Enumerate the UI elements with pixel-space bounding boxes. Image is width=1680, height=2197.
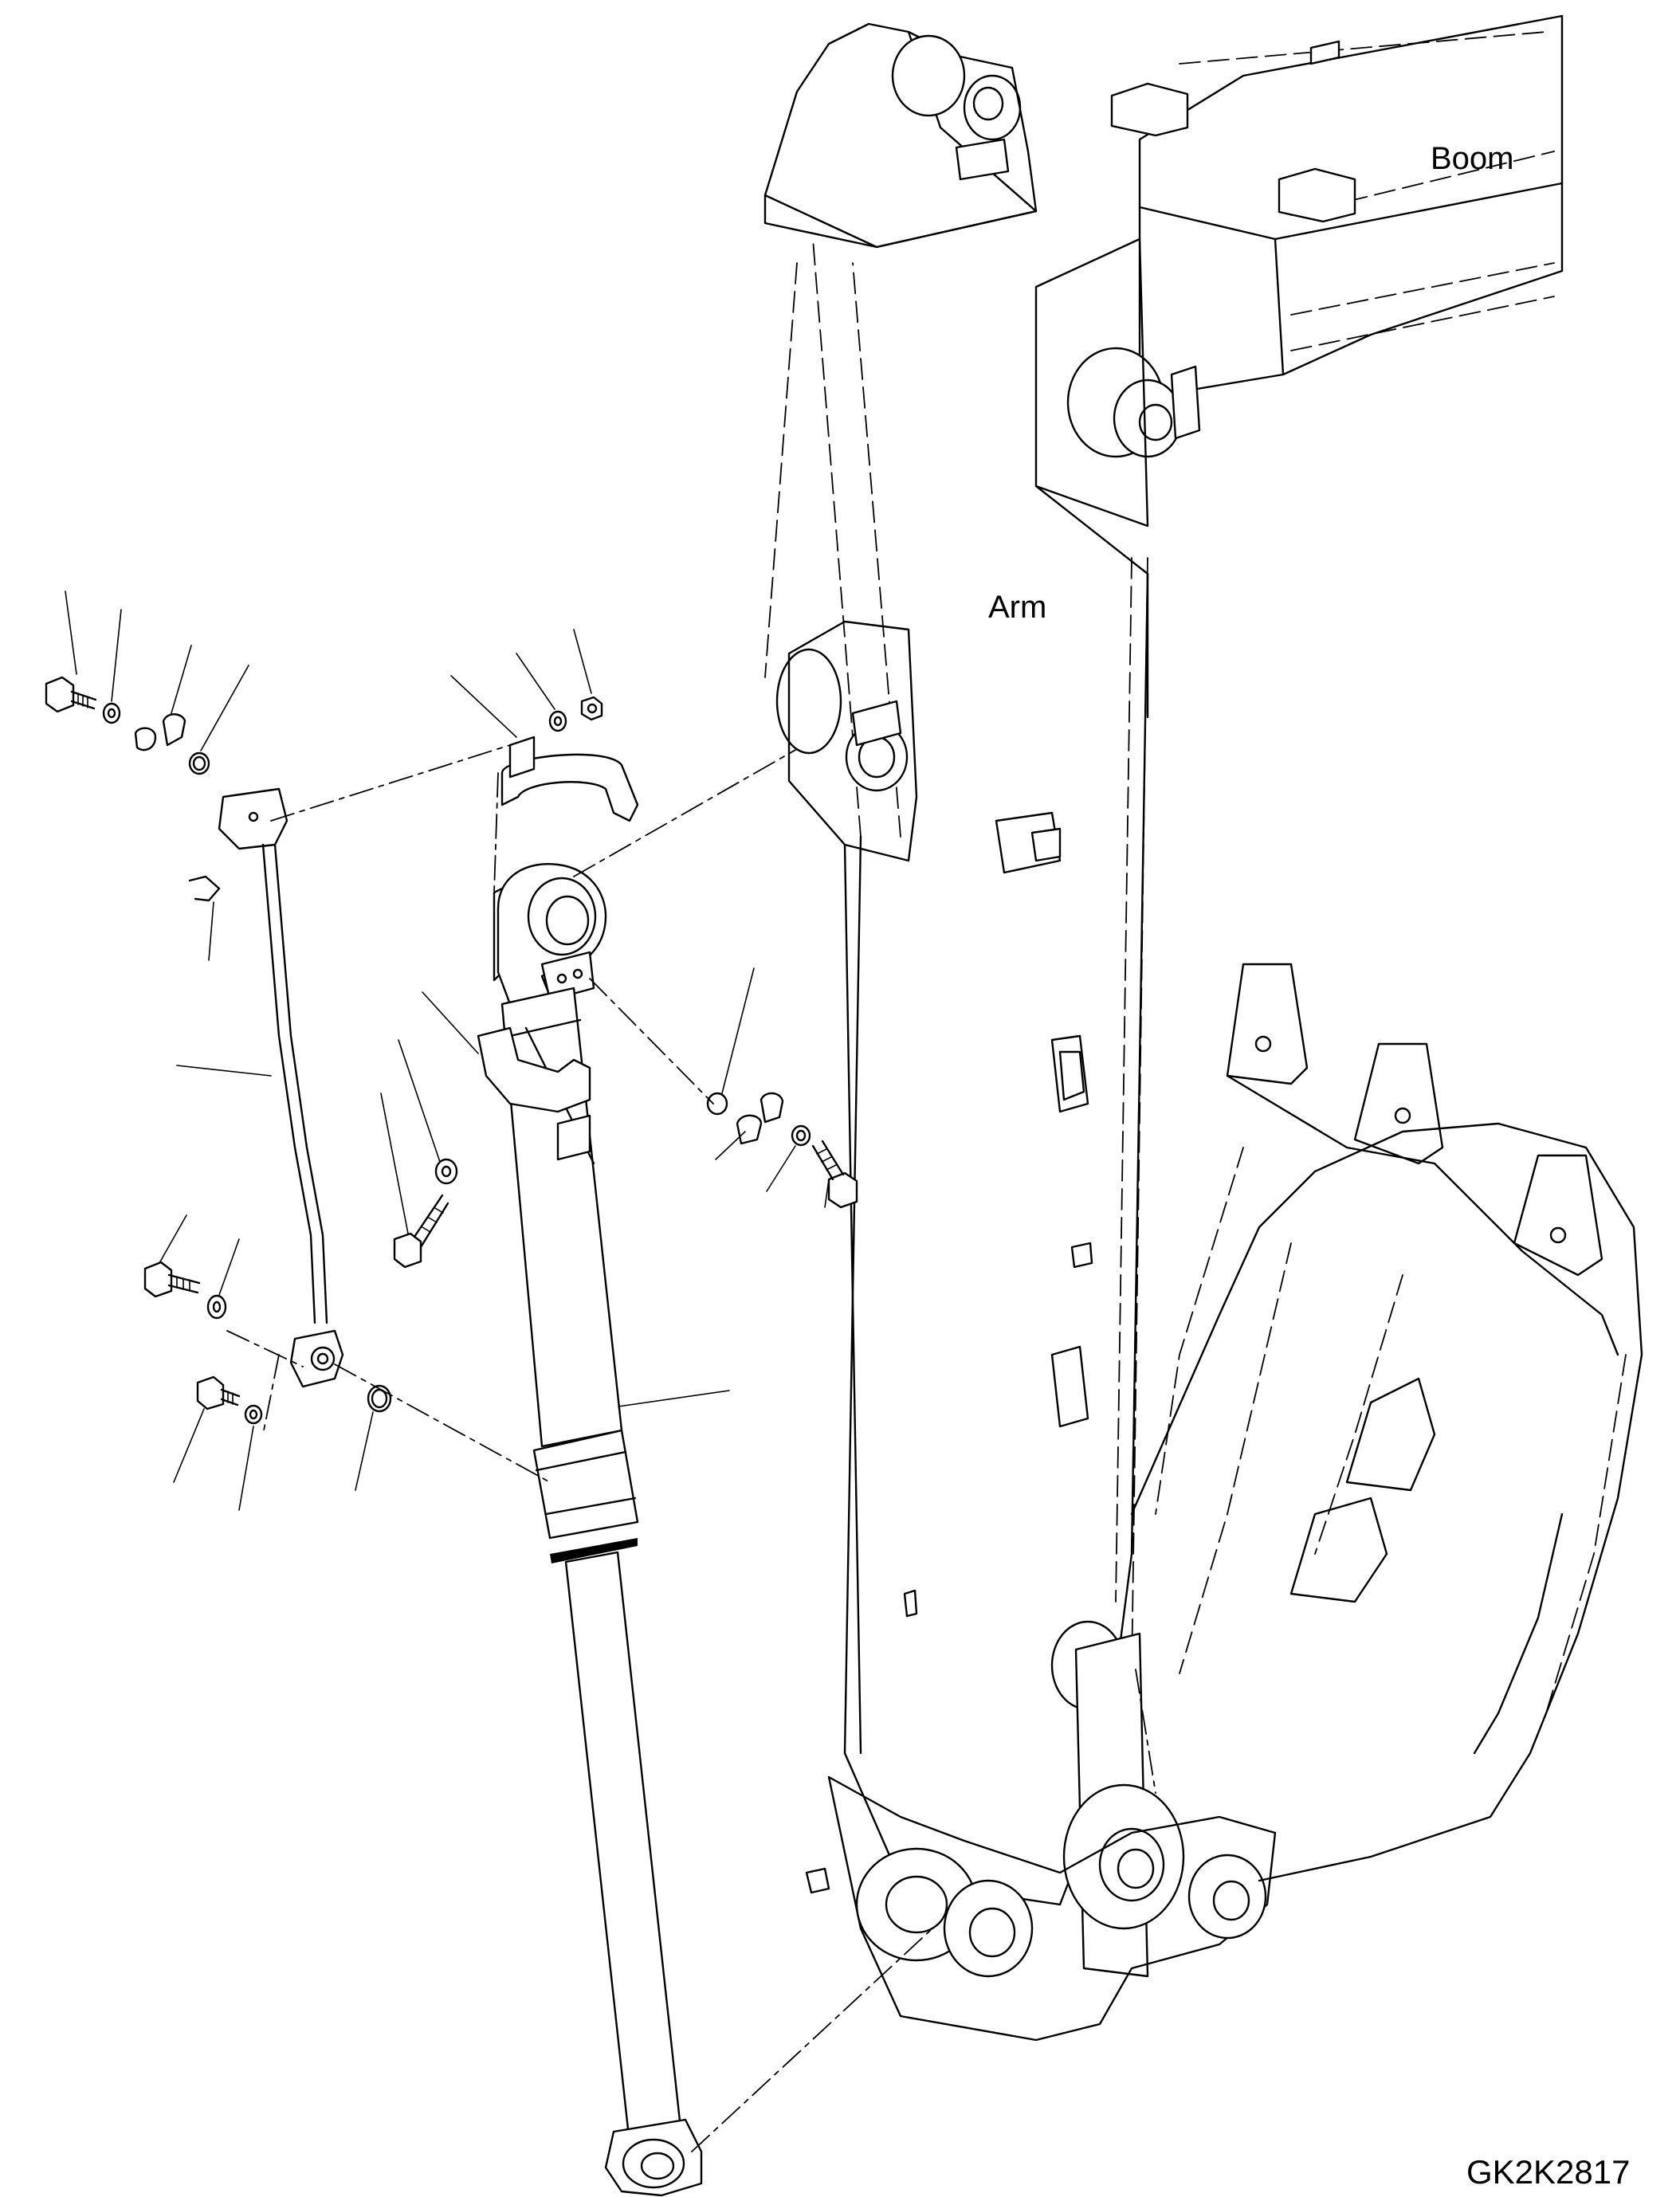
plug-1 (706, 1092, 728, 1116)
bucket-tooth-2 (1353, 1042, 1444, 1165)
boom-bracket-upper (1110, 82, 1189, 137)
bolt-3 (827, 1171, 858, 1209)
half-clamp-3 (736, 1114, 763, 1145)
hairpin-clip (188, 875, 221, 902)
boom (1110, 14, 1564, 400)
middle-fasteners (393, 1092, 858, 1269)
grease-tube-assembly (188, 787, 344, 1388)
arm-cylinder-pin-boss (775, 648, 842, 755)
washer-4 (206, 1294, 227, 1320)
lower-left-fasteners (143, 1261, 392, 1425)
half-clamp-1 (134, 727, 157, 751)
arm-cylinder (477, 736, 703, 2197)
assembly-lines (226, 744, 1156, 2152)
washer-5 (244, 1404, 263, 1425)
o-ring-2 (791, 1124, 811, 1147)
arm-label: Arm (988, 590, 1046, 625)
bolt-5 (196, 1375, 225, 1410)
upper-left-fasteners (45, 676, 603, 775)
washer-1 (102, 702, 121, 724)
drawing-code: GK2K2817 (1466, 2153, 1631, 2191)
grease-tube (273, 843, 328, 1324)
cylinder-rod (564, 1551, 683, 2145)
cylinder-gland (532, 1429, 639, 1540)
arm-small-pad (1070, 1242, 1093, 1269)
boom-label: Boom (1431, 141, 1514, 176)
bolt-2 (393, 1232, 422, 1269)
half-clamp-4 (760, 1092, 784, 1124)
cylinder-barrel (500, 987, 623, 1448)
nut-1 (580, 696, 603, 721)
bucket-tooth-3 (1513, 1154, 1603, 1277)
boom-pad (1309, 40, 1340, 65)
bolt-4 (143, 1261, 173, 1298)
o-ring-1 (188, 751, 210, 775)
bucket-tooth-1 (1226, 963, 1309, 1085)
bolt-1 (45, 676, 75, 713)
half-clamp-2 (162, 713, 186, 747)
cylinder-port-block (540, 951, 595, 1002)
washer-3 (434, 1158, 458, 1185)
leader-lines (65, 590, 830, 1511)
arm-top-pin (891, 34, 966, 117)
bucket (1130, 963, 1643, 1882)
lower-clamp (477, 1026, 591, 1113)
washer-2 (548, 710, 567, 732)
arm (763, 22, 1277, 2042)
boom-bracket-lower (1278, 167, 1356, 223)
arm-pad-2 (1050, 1345, 1089, 1428)
